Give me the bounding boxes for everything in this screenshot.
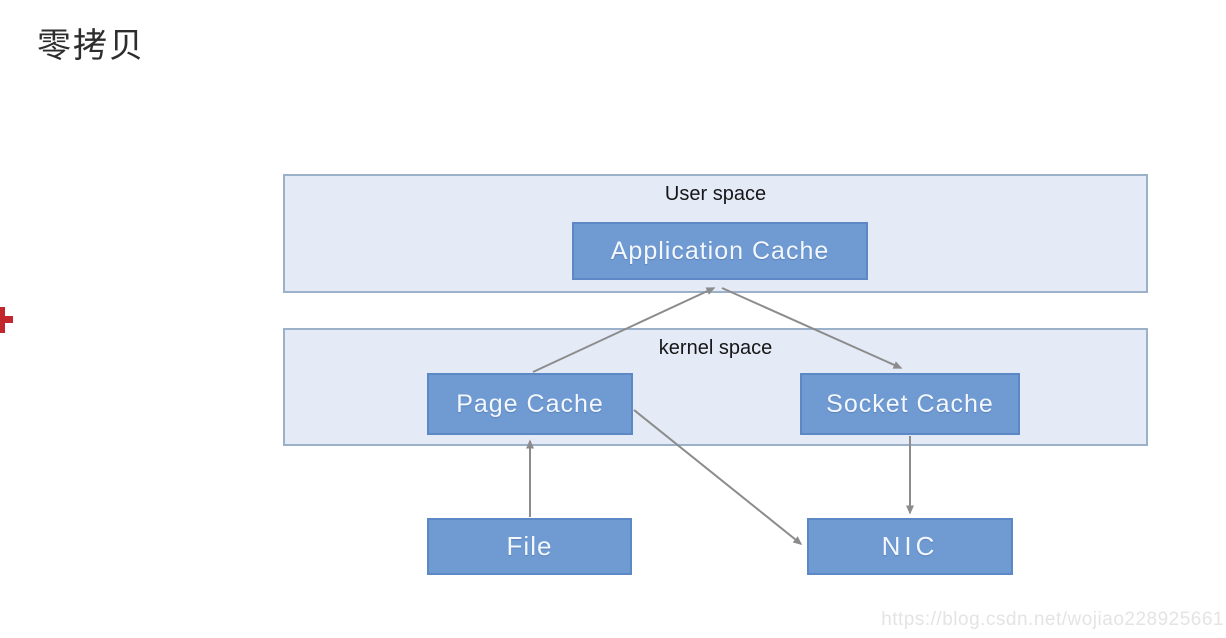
- node-application-cache: Application Cache: [572, 222, 868, 280]
- node-page-cache-label: Page Cache: [456, 389, 604, 418]
- node-socket-cache-label: Socket Cache: [826, 389, 994, 418]
- node-application-cache-label: Application Cache: [610, 236, 830, 265]
- node-socket-cache: Socket Cache: [800, 373, 1020, 435]
- node-nic: NIC: [807, 518, 1013, 575]
- watermark: https://blog.csdn.net/wojiao228925661: [881, 609, 1224, 630]
- user-space-label: User space: [664, 183, 767, 205]
- node-page-cache: Page Cache: [427, 373, 633, 435]
- node-file-label: File: [506, 531, 553, 561]
- kernel-space-label: kernel space: [658, 337, 773, 359]
- node-file: File: [427, 518, 632, 575]
- node-nic-label: NIC: [881, 531, 939, 561]
- page-title: 零拷贝: [37, 27, 145, 65]
